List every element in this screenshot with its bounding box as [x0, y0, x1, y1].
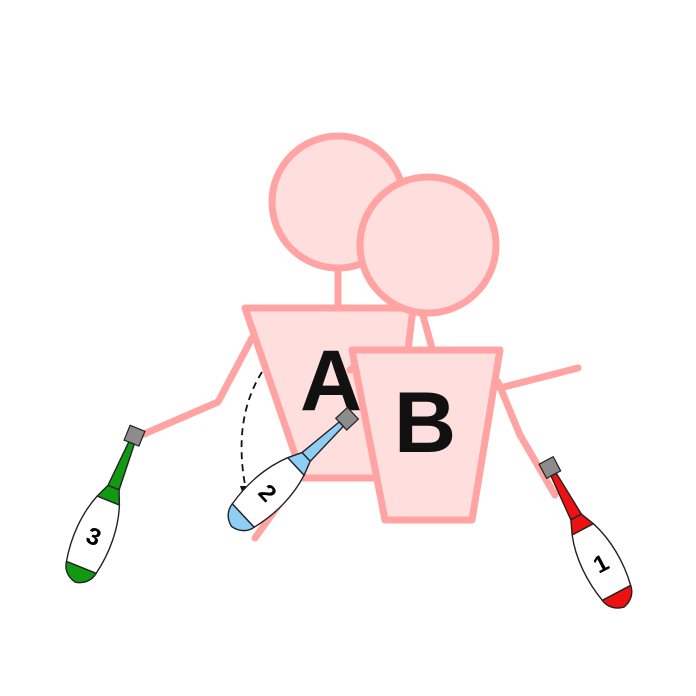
juggler-b-head [356, 173, 500, 317]
juggler-b-label: B [394, 375, 456, 471]
juggler-b-neck [418, 308, 436, 352]
club-3-handle [107, 441, 135, 491]
club-3-knob [123, 424, 146, 447]
club-3: 3 [65, 424, 146, 584]
club-2-end-cap [227, 503, 255, 532]
juggler-b-right-leg [494, 378, 559, 499]
juggler-b: B [346, 173, 582, 524]
juggler-b-torso [348, 346, 504, 524]
throw-arrow-path [240, 371, 263, 491]
club-1-end-cap [601, 584, 633, 609]
juggler-a-left-arm [140, 334, 256, 438]
club-1: 1 [538, 455, 633, 609]
club-2: 2 [227, 406, 360, 532]
juggler-b-right-arm [496, 364, 582, 392]
club-3-end-cap [65, 560, 97, 584]
